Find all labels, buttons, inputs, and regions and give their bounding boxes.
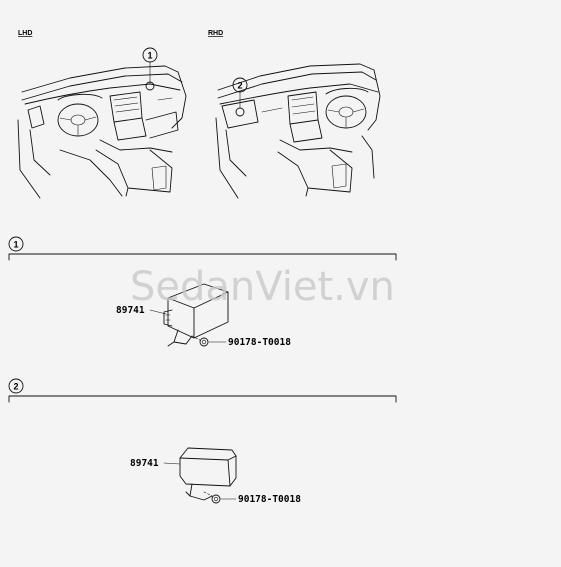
section-1: 1 89741 90178-T0018 bbox=[8, 236, 397, 348]
rhd-view: RHD bbox=[208, 30, 381, 199]
section-2-main-part-number: 89741 bbox=[130, 458, 159, 469]
rhd-callout: 2 bbox=[232, 77, 248, 117]
rhd-label: RHD bbox=[208, 30, 223, 37]
section-1-screw-part-number: 90178-T0018 bbox=[228, 337, 291, 348]
lhd-label: LHD bbox=[18, 30, 32, 37]
section-1-main-part-number: 89741 bbox=[116, 305, 145, 316]
section-2-bracket bbox=[8, 395, 397, 403]
section-2: 2 89741 90178-T0018 bbox=[8, 378, 397, 505]
lhd-callout: 1 bbox=[142, 47, 158, 91]
section-1-number: 1 bbox=[13, 240, 18, 250]
section-2-number: 2 bbox=[13, 382, 18, 392]
lhd-dashboard-illustration bbox=[17, 65, 187, 199]
lhd-view: LHD bbox=[17, 30, 187, 199]
rhd-callout-number: 2 bbox=[237, 81, 242, 91]
lhd-callout-number: 1 bbox=[147, 51, 152, 61]
watermark: SedanViet.vn bbox=[130, 264, 395, 310]
section-2-screw-part-number: 90178-T0018 bbox=[238, 494, 301, 505]
section-1-bracket bbox=[8, 253, 397, 261]
section-1-relay-illustration bbox=[163, 283, 229, 347]
section-2-relay-illustration bbox=[179, 447, 237, 504]
